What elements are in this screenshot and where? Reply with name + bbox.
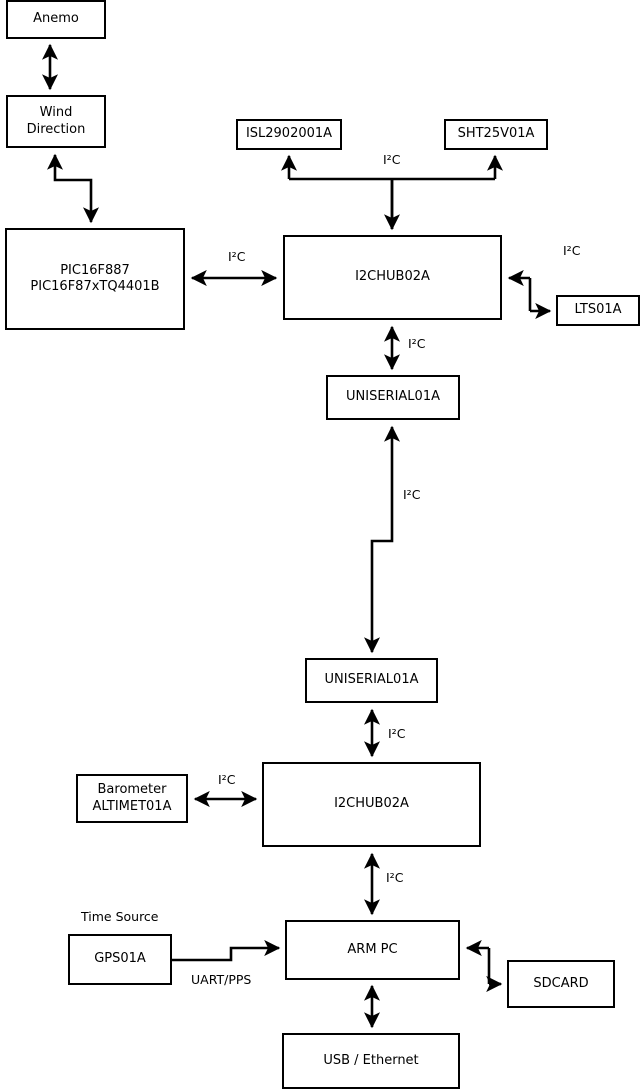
node-uniserial01a-bottom[interactable]: UNISERIAL01A: [305, 658, 438, 703]
node-arm-pc[interactable]: ARM PC: [285, 920, 460, 980]
label-time-source: Time Source: [81, 909, 159, 924]
node-i2chub02a-bottom[interactable]: I2CHUB02A: [262, 762, 481, 847]
node-pic-microcontroller[interactable]: PIC16F887 PIC16F87xTQ4401B: [5, 228, 185, 330]
edge-label-i2c-hub-uniserial: I²C: [408, 336, 426, 351]
node-i2chub02a-top[interactable]: I2CHUB02A: [283, 235, 502, 320]
node-anemo[interactable]: Anemo: [6, 0, 106, 39]
node-gps01a[interactable]: GPS01A: [68, 934, 172, 985]
edge-label-i2c-lts: I²C: [563, 243, 581, 258]
node-isl2902001a[interactable]: ISL2902001A: [236, 119, 342, 150]
edge-pic-winddir: [46, 153, 100, 224]
node-sdcard[interactable]: SDCARD: [507, 960, 615, 1008]
edge-label-i2c-pic-hub: I²C: [228, 249, 246, 264]
edge-label-i2c-uniserial-hub: I²C: [388, 726, 406, 741]
edge-uniserial-link: [363, 425, 401, 654]
edge-label-i2c-uniserial-uniserial: I²C: [403, 487, 421, 502]
node-sht25v01a[interactable]: SHT25V01A: [444, 119, 548, 150]
edge-gps-armpc: [172, 939, 281, 962]
node-uniserial01a-top[interactable]: UNISERIAL01A: [326, 375, 460, 420]
edge-label-i2c-barometer: I²C: [218, 772, 236, 787]
edge-label-uart-pps: UART/PPS: [191, 972, 252, 987]
node-usb-ethernet[interactable]: USB / Ethernet: [282, 1033, 460, 1089]
node-wind-direction[interactable]: Wind Direction: [6, 95, 106, 148]
node-barometer-altimet01a[interactable]: Barometer ALTIMET01A: [76, 774, 188, 823]
edge-label-i2c-hub-armpc: I²C: [386, 870, 404, 885]
edge-label-i2c-top-bus: I²C: [383, 152, 401, 167]
node-lts01a[interactable]: LTS01A: [556, 295, 640, 326]
